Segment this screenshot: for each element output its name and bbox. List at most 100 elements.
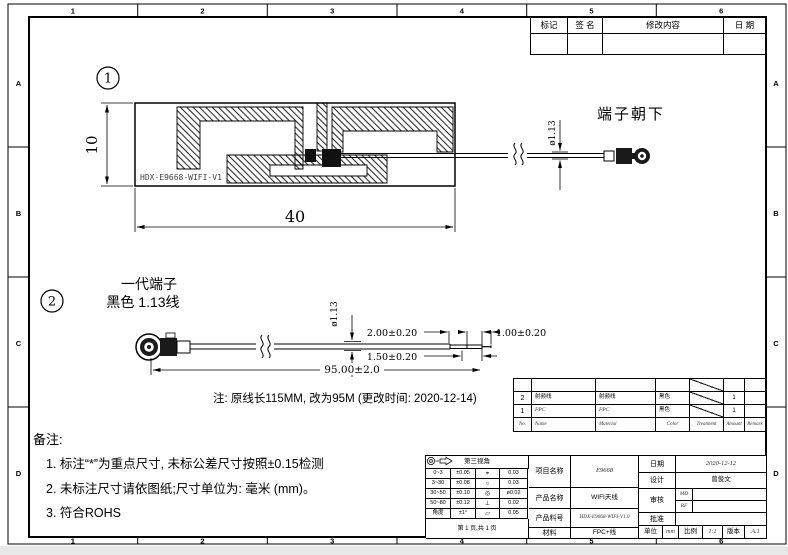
- cable-color-label: 黑色 1.13线: [106, 294, 179, 310]
- note-3: 3. 符合ROHS: [46, 505, 121, 520]
- svg-text:1: 1: [71, 537, 75, 546]
- svg-text:B: B: [16, 209, 22, 218]
- part-no-value: HDX-E9668-WIFI-V1.0: [571, 509, 639, 528]
- parts-row1-remark: [745, 405, 766, 418]
- audit-label: 审核: [639, 489, 676, 513]
- third-angle-projection-icon: [427, 456, 453, 466]
- tol-range: 角度: [426, 509, 451, 519]
- note-2: 2. 未标注尺寸请依图纸;尺寸单位为: 毫米 (mm)。: [46, 481, 315, 496]
- project-name-value: E9668: [571, 456, 639, 488]
- svg-text:4: 4: [460, 7, 465, 16]
- parts-row1-material: FPC: [596, 405, 656, 418]
- ipex-connector-v1: [603, 148, 650, 164]
- material-value: FPC+线: [571, 528, 639, 539]
- unit-value: mm: [663, 526, 679, 539]
- part-no-label: 产品料号: [529, 509, 571, 528]
- scale-label: 比例: [679, 526, 703, 539]
- parts-header-treatment: Treatment: [690, 418, 724, 432]
- parts-row1-amount: 1: [724, 405, 745, 418]
- parts-row2-treatment: [690, 392, 724, 405]
- svg-text:A: A: [773, 79, 779, 88]
- rev-empty-cell: [568, 34, 603, 55]
- gdt-parallelism-icon: ▱: [476, 509, 500, 519]
- rev-col-sign: 签 名: [568, 18, 603, 34]
- date-value: 2020-12-12: [676, 456, 767, 473]
- audit-rf-value: [693, 501, 767, 513]
- tol-range: 3~30: [426, 479, 451, 489]
- rev-col-content: 修改内容: [603, 18, 724, 34]
- scale-value: 1:1: [703, 526, 723, 539]
- gdt-value: 0.02: [500, 499, 528, 509]
- gdt-value: 0.05: [500, 509, 528, 519]
- svg-text:C: C: [773, 339, 779, 348]
- svg-text:2: 2: [48, 295, 56, 310]
- gdt-value: 0.03: [500, 479, 528, 489]
- date-label: 日期: [639, 456, 676, 473]
- svg-text:95.00±2.0: 95.00±2.0: [324, 364, 380, 376]
- gdt-perpendicularity-icon: ⊥: [476, 499, 500, 509]
- svg-text:C: C: [16, 339, 22, 348]
- svg-text:ø1.13: ø1.13: [330, 301, 340, 327]
- designer-label: 设计: [639, 473, 676, 489]
- antenna-copper-trace: [176, 102, 454, 184]
- zone-labels: 1 2 3 4 5 6 1 2 3 4 5 6 A B C D A B C D: [16, 7, 780, 546]
- notes-title: 备注:: [33, 432, 63, 447]
- gdt-value: 0.03: [500, 469, 528, 479]
- dim-strip-inner: 1.50±0.20: [367, 352, 417, 363]
- rev-empty-cell: [724, 34, 766, 55]
- page-info: 第 1 页,共 1 页: [426, 519, 529, 539]
- projection-label: 第三视角: [464, 457, 490, 465]
- product-name-label: 产品名称: [529, 488, 571, 509]
- parts-header-name: Name: [532, 418, 596, 432]
- parts-cell: [532, 379, 596, 392]
- tol-range: 0~3: [426, 469, 451, 479]
- balloon-2: 2: [40, 289, 64, 313]
- parts-cell: [514, 379, 532, 392]
- coax-cable-v2: [190, 343, 492, 350]
- svg-text:2: 2: [200, 7, 204, 16]
- svg-text:5: 5: [589, 7, 593, 16]
- dim-strip-outer: 2.00±0.20: [367, 328, 417, 339]
- parts-cell: [690, 379, 724, 392]
- parts-cell: [596, 379, 656, 392]
- revision-table: 标记 签 名 修改内容 日 期: [530, 17, 766, 55]
- cable-break-symbol-v2: [256, 334, 274, 359]
- note-1: 1. 标注“*”为重点尺寸, 未标公差尺寸按照±0.15检测: [46, 456, 324, 471]
- gdt-circularity-icon: ○: [476, 479, 500, 489]
- svg-text:B: B: [773, 209, 779, 218]
- tol-value: ±0.05: [451, 469, 476, 479]
- tol-value: ±0.08: [451, 479, 476, 489]
- feed-solder-pads: [305, 149, 341, 167]
- parts-cell: [724, 379, 745, 392]
- dim-height-10: 10: [83, 102, 133, 187]
- svg-text:A: A: [16, 79, 22, 88]
- svg-text:40: 40: [285, 207, 305, 226]
- parts-header-material: Material: [596, 418, 656, 432]
- parts-row2-material: 射频线: [596, 392, 656, 405]
- tol-range: 30~50: [426, 489, 451, 499]
- designer-value: 曾俊文: [676, 473, 767, 489]
- approve-label: 批准: [639, 513, 676, 526]
- rev-empty-cell: [603, 34, 724, 55]
- dim-strip-lines: [424, 330, 501, 361]
- tol-value: ±0.10: [451, 489, 476, 499]
- ipex-connector-v2: [135, 332, 191, 361]
- rev-empty-cell: [531, 34, 568, 55]
- balloon-1: 1: [96, 66, 120, 90]
- parts-row2-name: 射频线: [532, 392, 596, 405]
- svg-text:3: 3: [330, 537, 334, 546]
- connector-gen-label: 一代端子: [121, 276, 177, 292]
- svg-text:1: 1: [71, 7, 75, 16]
- parts-row2-amount: 1: [724, 392, 745, 405]
- projection-header: 第三视角: [426, 456, 529, 469]
- tol-range: 50~80: [426, 499, 451, 509]
- parts-row1-name: FPC: [532, 405, 596, 418]
- sheet-frame: 1 2 3 4 5 6 1 2 3 4 5 6 A B C D A B C D: [7, 3, 787, 546]
- svg-text:10: 10: [83, 135, 101, 154]
- svg-text:ø1.13: ø1.13: [548, 120, 558, 146]
- parts-header-color: Color: [656, 418, 690, 432]
- gdt-concentricity-icon: ◎: [476, 489, 500, 499]
- parts-row2-color: 黑色: [656, 392, 690, 405]
- svg-text:5: 5: [589, 537, 593, 546]
